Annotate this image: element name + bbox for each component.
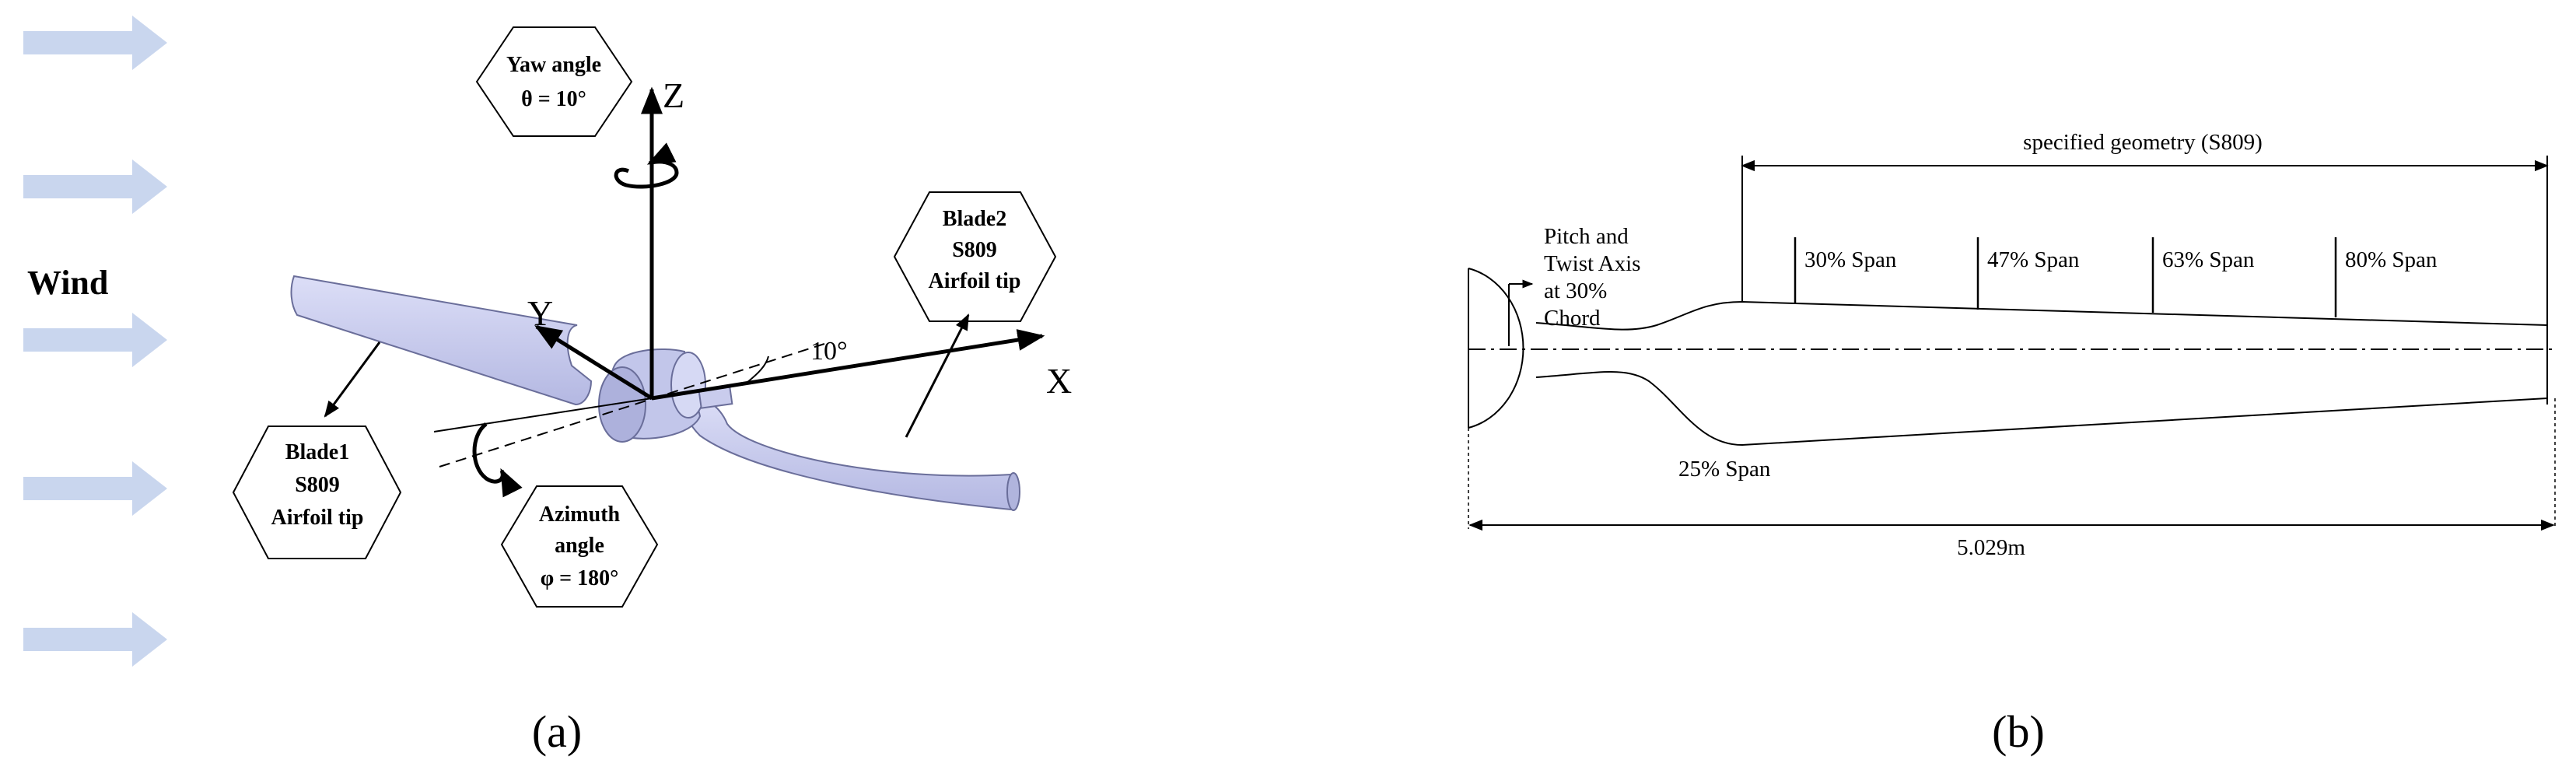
yaw-angle-arc [746,355,769,383]
yaw-angle-line2: θ = 10° [521,87,586,111]
blade2-shape [682,395,1019,511]
x-axis-label: X [1046,361,1072,401]
span-label-80: 80% Span [2345,247,2438,272]
wind-arrow-icon [23,16,167,70]
yaw-angle-callout: Yaw angle θ = 10° [475,26,633,137]
azimuth-line3: φ = 180° [541,566,619,590]
blade1-callout: Blade1 S809 Airfoil tip [232,341,402,559]
span-label-47: 47% Span [1987,247,2080,272]
panel-a: Wind X Y Z 10° [23,16,1072,757]
azimuth-hexagon [500,485,659,608]
blade1-shape [290,275,593,406]
blade1-line3: Airfoil tip [271,506,364,530]
pitch-label-line2: Twist Axis [1544,251,1640,276]
wind-arrow-icon [23,612,167,667]
geometry-label: specified geometry (S809) [2023,130,2263,155]
wind-arrow-icon [23,159,167,214]
span-label-63: 63% Span [2162,247,2255,272]
root-semicircle [1468,268,1524,429]
y-axis [534,324,653,401]
rotation-symbols [472,142,679,498]
x-axis [651,329,1045,401]
hub-back [670,352,706,419]
blade1-hexagon [232,426,402,559]
angle-label: 10° [810,337,848,366]
panel-b-labels: specified geometry (S809) Pitch and Twis… [1544,130,2438,757]
yaw-angle-line1: Yaw angle [506,53,601,77]
blade-upper-outline [1535,300,2548,331]
blade2-line1: Blade2 [943,207,1006,231]
blade2-line3: Airfoil tip [929,269,1021,293]
z-axis-label: Z [663,75,684,115]
rotor-axis-line [433,398,653,433]
pitch-label-line3: at 30% [1544,278,1607,303]
coordinate-axes [534,86,1045,401]
wind-arrow-icon [23,461,167,516]
turbine-rotor [290,275,1020,511]
y-axis-label: Y [527,293,553,333]
length-label: 5.029m [1957,535,2025,560]
caption-a: (a) [532,706,582,757]
yaw-rotation-icon [614,142,679,189]
azimuth-line2: angle [555,534,604,558]
yaw-angle-hexagon [475,26,633,137]
span-label-30: 30% Span [1804,247,1897,272]
blade-lower-outline [1535,371,2548,447]
blade2-pointer [905,313,970,438]
reference-lines [433,343,825,468]
azimuth-angle-callout: Azimuth angle φ = 180° [500,485,659,608]
pitch-label-line1: Pitch and [1544,224,1629,249]
panel-b [1468,156,2556,531]
pitch-label-line4: Chord [1544,306,1601,331]
azimuth-rotation-icon [472,422,523,498]
blade2-tip [1006,472,1020,511]
wind-arrows [23,16,167,667]
blade1-pointer [324,341,381,418]
blade1-line2: S809 [295,473,340,497]
blade2-callout: Blade2 S809 Airfoil tip [893,191,1057,438]
blade2-line2: S809 [952,238,997,262]
wind-arrow-icon [23,313,167,367]
azimuth-line1: Azimuth [539,503,621,527]
caption-b: (b) [1992,706,2045,757]
blade2-hexagon [893,191,1057,322]
wind-label: Wind [27,264,108,302]
root-span-label: 25% Span [1678,457,1771,482]
blade1-line1: Blade1 [285,440,349,464]
